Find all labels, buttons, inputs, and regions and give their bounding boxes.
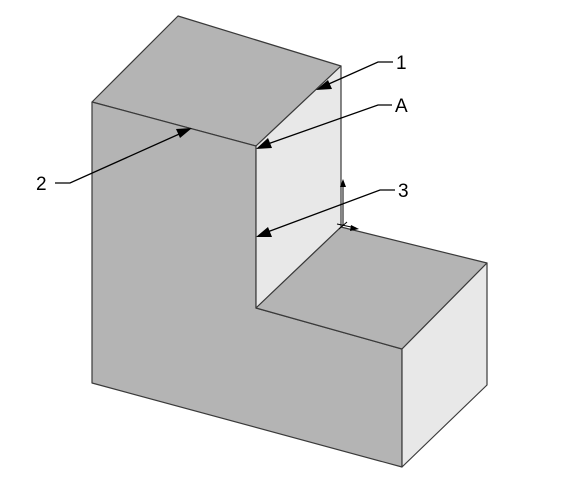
callout-3-arrowhead <box>256 227 272 237</box>
callout-3-label: 3 <box>398 181 409 202</box>
callout-1-leader <box>321 61 393 88</box>
lower-side-face <box>401 262 488 468</box>
callout-2: 2 <box>36 128 192 195</box>
callout-1: 1 <box>316 53 407 90</box>
callout-2-leader <box>55 130 187 184</box>
callout-a: A <box>256 96 408 149</box>
callout-2-label: 2 <box>36 174 47 195</box>
callout-3-leader <box>261 189 395 235</box>
callout-2-arrowhead <box>176 128 192 138</box>
callout-a-leader <box>261 104 392 147</box>
callout-1-arrowhead <box>316 80 332 90</box>
callout-3: 3 <box>256 181 409 237</box>
callout-a-label: A <box>395 96 408 117</box>
callout-1-label: 1 <box>396 53 407 74</box>
l-block-solid <box>91 15 488 468</box>
callout-a-arrowhead <box>256 138 272 149</box>
